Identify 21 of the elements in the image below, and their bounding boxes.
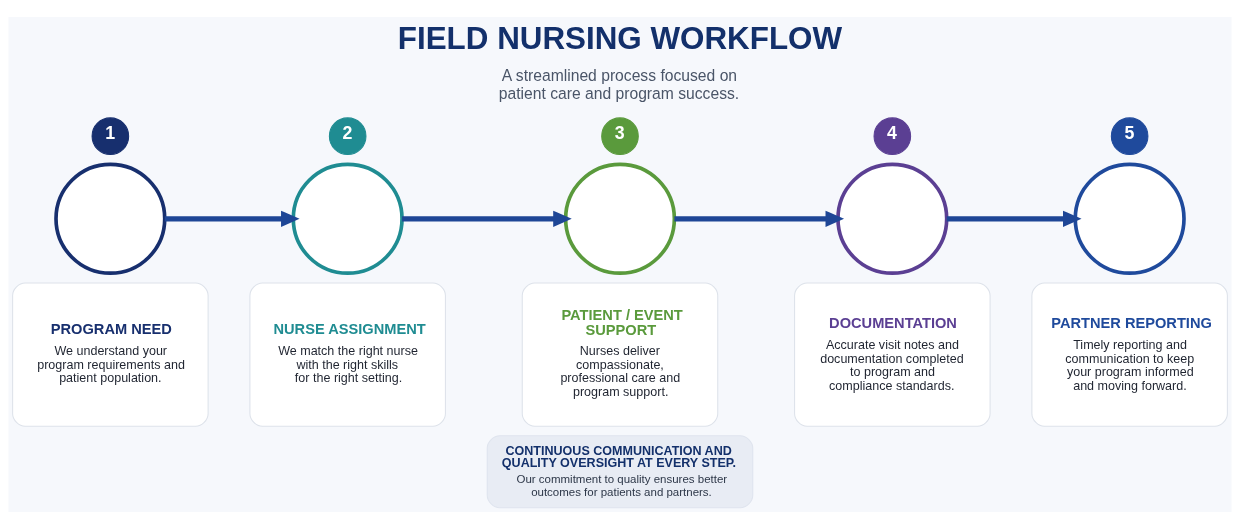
arrow (946, 210, 1082, 227)
node-box: PARTNER REPORTING Timely reporting and communication to keep your program informed and moving forward. (1031, 282, 1228, 427)
node-circle: 4 (873, 117, 912, 155)
node-circle (1073, 162, 1186, 275)
node-circle: 1 (91, 117, 130, 155)
node-circle: 3 (601, 117, 639, 155)
arrow (674, 210, 845, 227)
node-circle (563, 162, 677, 275)
node-circle: 2 (328, 117, 367, 155)
arrow (402, 210, 572, 227)
node-circle (54, 162, 167, 275)
node-box: PROGRAM NEED We understand your program requirements and patient population. (12, 282, 209, 427)
arrow (164, 210, 300, 227)
node-box: PATIENT / EVENT SUPPORT Nurses deliver compassionate, professional care and program support. (521, 282, 719, 427)
node-circle: 5 (1110, 117, 1149, 155)
label: A streamlined process focused on patient care and program success. (498, 66, 740, 102)
diagram-title: FIELD NURSING WORKFLOW (397, 21, 843, 57)
node-box: DOCUMENTATION Accurate visit notes and documentation completed to program and compliance standards. (794, 282, 991, 427)
node-circle (836, 162, 949, 275)
node-box: NURSE ASSIGNMENT We match the right nurse with the right skills for the right setting. (249, 282, 446, 427)
node-circle (291, 162, 404, 275)
